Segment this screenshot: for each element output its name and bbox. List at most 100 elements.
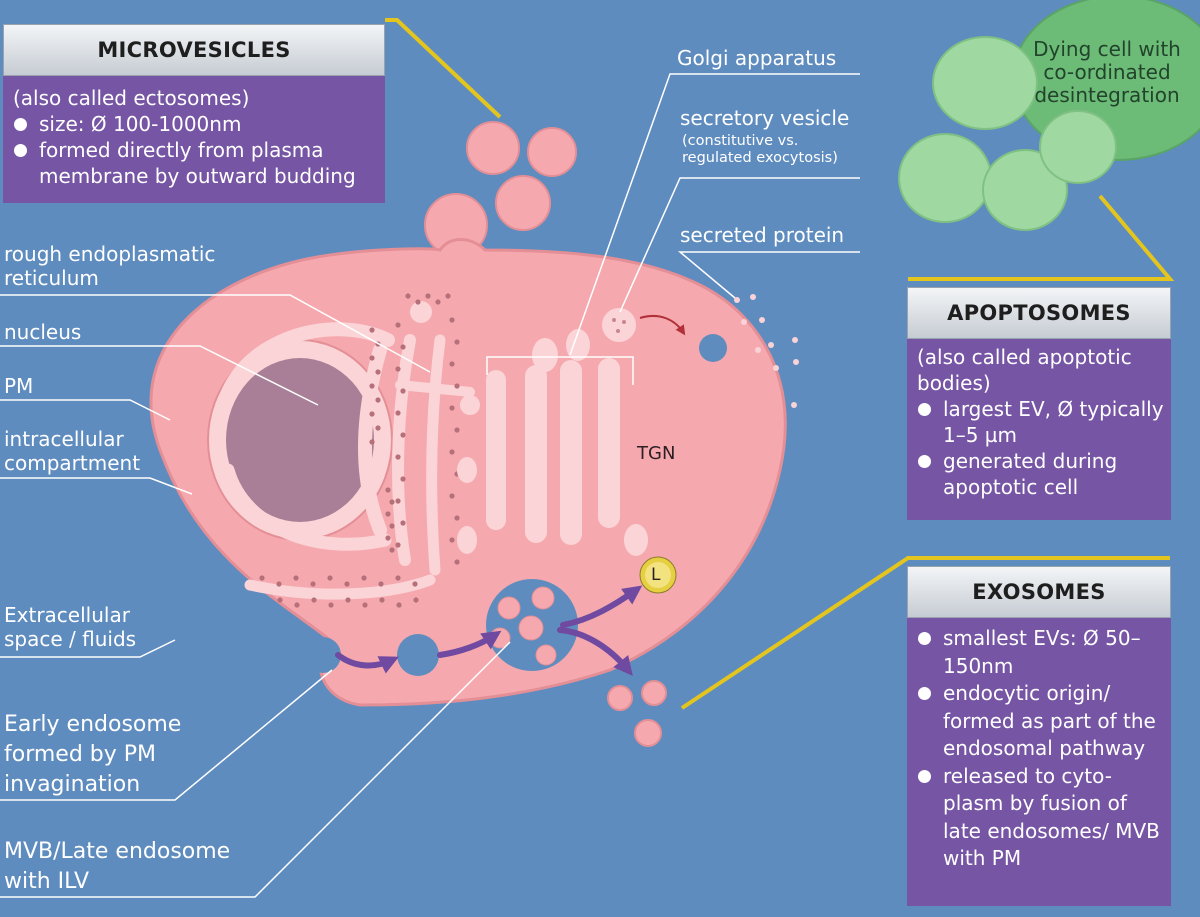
ribosomes [259,293,460,608]
exosomes-title: EXOSOMES [907,566,1171,618]
protein-dot [755,347,761,353]
microvesicles-intro: (also called ectosomes) [13,86,250,110]
ribosome [395,322,401,328]
ribosome [395,454,401,460]
secretory-cargo [612,318,616,322]
golgi-cisterna [525,365,547,543]
ribosome [385,487,391,493]
pm-invagination [305,637,341,673]
golgi-vesicle [566,329,590,361]
microvesicles-body: (also called ectosomes) size: Ø 100-1000… [13,85,379,189]
ribosome [369,383,375,389]
ribosome [259,575,265,581]
ribosome [375,397,381,403]
microvesicles [466,121,577,231]
golgi-vesicle [624,524,648,556]
exocytosis-pore [699,334,727,362]
apoptosomes-connector [908,194,1175,281]
microvesicle [495,175,551,231]
apoptosomes-bullets: largest EV, Ø typically 1–5 µm generated… [917,396,1165,500]
ribosome [395,498,401,504]
label-dying-cell: Dying cell with co-ordinated desintegrat… [1033,37,1181,107]
label-intracellular: intracellular compartment [4,427,141,475]
arrow-mvb-to-exterior [557,627,633,676]
er-cisterna [215,322,395,419]
ribosome [327,575,333,581]
protein-dot [773,365,779,371]
lysosome-inner [645,562,671,588]
microvesicles-bullet: formed directly from plasma membrane by … [13,137,379,189]
ribosome [449,537,455,543]
leader-mvb [0,641,511,898]
er-cisterna [358,343,387,537]
ribosome [344,581,350,587]
ribosome [413,597,419,603]
ribosome [375,369,381,375]
leader-secreted-protein [677,251,860,299]
microvesicles-connector [385,18,502,119]
exosomes-bullet: released to cyto-plasm by fusion of late… [917,763,1165,873]
ribosome [276,581,282,587]
leader-extracellular [0,639,176,658]
ribosome [454,559,460,565]
ribosome [369,327,375,333]
secretory-vesicle-shape [602,308,636,342]
apoptotic-bodies [898,36,1117,231]
pathway-arrows [335,585,643,676]
exosome [607,685,633,711]
leader-pm [0,399,171,421]
ribosome [385,535,391,541]
ribosome [294,602,300,608]
ribosome [454,383,460,389]
endosomes [397,579,578,676]
er-cisterna [426,334,446,576]
apoptosomes-title: APOPTOSOMES [907,287,1171,339]
er-vesicle [460,395,480,415]
microvesicle [466,121,520,175]
ribosome [378,581,384,587]
ribosome [449,361,455,367]
ilv [518,615,544,641]
lysosome-organelle [639,556,677,594]
ribosome [405,293,411,299]
protein-dot [741,319,747,325]
golgi-vesicle [457,526,477,554]
golgi-vesicle [532,338,558,372]
microvesicles-title: MICROVESICLES [3,24,385,76]
ribosome [311,597,317,603]
exosomes-bullet: endocytic origin/ formed as part of the … [917,680,1165,763]
protein-dot [791,402,797,408]
ribosome [395,542,401,548]
ribosome [395,410,401,416]
label-rough-er: rough endoplasmatic reticulum [4,242,216,290]
label-mvb: MVB/Late endosome with ILV [4,839,231,894]
ribosome [375,425,381,431]
ribosome [277,597,283,603]
exosome [641,680,667,706]
ilv [535,644,557,666]
label-pm: PM [4,374,34,398]
golgi-cisterna [598,358,620,528]
ribosome [454,427,460,433]
apoptotic-body [932,36,1038,130]
ribosome [369,439,375,445]
apoptotic-body [898,133,992,223]
label-early-endosome: Early endosome formed by PM invagination [4,712,182,797]
ribosome [310,581,316,587]
apoptosomes-bullet: largest EV, Ø typically 1–5 µm [917,396,1165,448]
leader-lines [0,73,860,898]
ribosome [328,602,334,608]
ilv [497,596,521,620]
protein-dot [768,342,774,348]
apoptosomes-box: APOPTOSOMES (also called apoptotic bodie… [907,287,1171,520]
connector-lines [385,18,1175,710]
er-vesicle [410,301,432,323]
leader-rough-er [0,294,431,373]
secretory-cargo [622,320,626,324]
ribosome [293,575,299,581]
ribosome [369,411,375,417]
ribosome [412,581,418,587]
ribosome [345,597,351,603]
protein-dot [759,317,765,323]
leader-early-endosome [0,669,333,801]
